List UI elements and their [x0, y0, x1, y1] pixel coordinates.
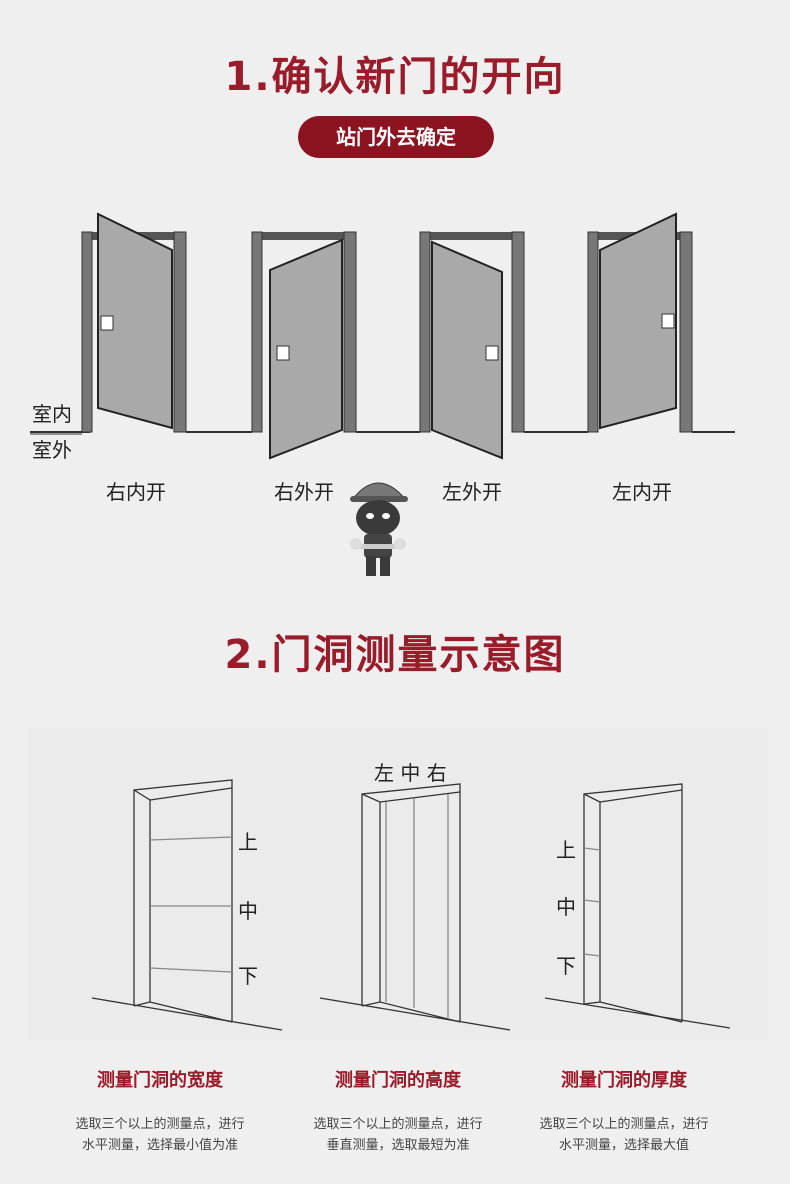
section1-title: 1.确认新门的开向: [224, 54, 566, 100]
door-label-left-inward: 左内开: [612, 480, 672, 504]
door-label-right-inward: 右内开: [106, 480, 166, 504]
caption-thickness: 测量门洞的厚度: [561, 1070, 687, 1091]
door-right-outward: [251, 231, 357, 460]
desc-height: 选取三个以上的测量点，进行 垂直测量，选取最短为准: [278, 1114, 518, 1156]
desc-width-line2: 水平测量，选择最小值为准: [81, 1138, 238, 1153]
door-right-inward: [81, 212, 187, 433]
stand-outside-badge: 站门外去确定: [298, 116, 494, 158]
width-label-middle: 中: [238, 899, 258, 923]
desc-thickness-line1: 选取三个以上的测量点，进行: [539, 1117, 709, 1132]
worker-figure: [350, 482, 408, 576]
outdoor-label: 室外: [32, 438, 72, 462]
thickness-label-lower: 下: [556, 954, 576, 978]
door-left-inward: [587, 212, 693, 433]
width-label-upper: 上: [238, 830, 258, 854]
position-labels-lcr: 左 中 右: [374, 761, 447, 785]
door-opening-diagram: [30, 212, 735, 576]
desc-height-line2: 垂直测量，选取最短为准: [326, 1138, 470, 1153]
thickness-label-upper: 上: [556, 838, 576, 862]
desc-height-line1: 选取三个以上的测量点，进行: [313, 1117, 483, 1132]
thickness-label-middle: 中: [556, 895, 576, 919]
desc-width: 选取三个以上的测量点，进行 水平测量，选择最小值为准: [40, 1114, 280, 1156]
caption-width: 测量门洞的宽度: [97, 1070, 223, 1091]
measurement-diagram: [91, 779, 731, 1031]
desc-thickness-line2: 水平测量，选择最大值: [558, 1138, 689, 1153]
section2-title: 2.门洞测量示意图: [224, 632, 566, 678]
measurement-panel: [28, 728, 768, 1040]
desc-width-line1: 选取三个以上的测量点，进行: [75, 1117, 245, 1132]
indoor-label: 室内: [32, 402, 72, 426]
desc-thickness: 选取三个以上的测量点，进行 水平测量，选择最大值: [504, 1114, 744, 1156]
width-label-lower: 下: [238, 964, 258, 988]
door-label-left-outward: 左外开: [442, 480, 502, 504]
door-label-right-outward: 右外开: [274, 480, 334, 504]
door-left-outward: [419, 231, 525, 460]
caption-height: 测量门洞的高度: [335, 1070, 461, 1091]
